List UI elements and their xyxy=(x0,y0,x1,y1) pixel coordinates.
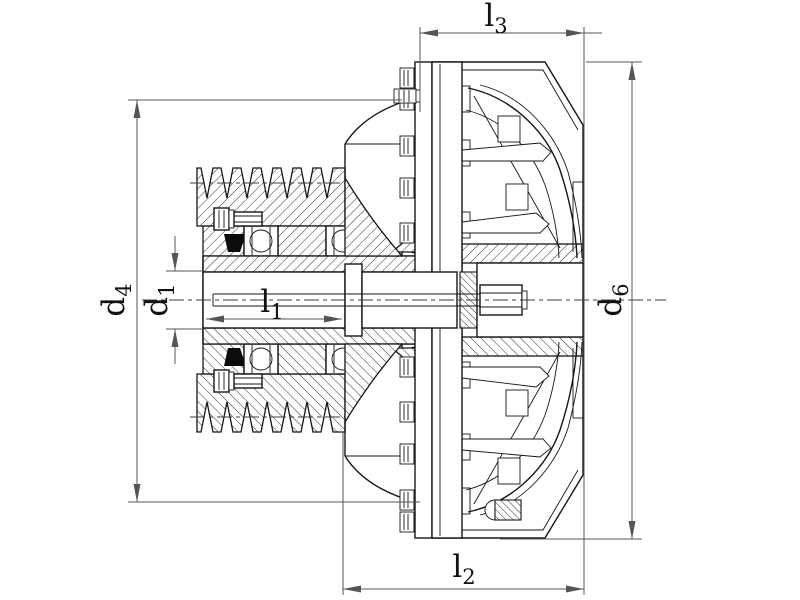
label-d1: d1 xyxy=(139,283,179,316)
arrowhead xyxy=(628,521,636,539)
arrowhead xyxy=(133,484,141,502)
dimension-l2 xyxy=(342,432,584,595)
fusible-plug xyxy=(393,88,421,104)
dimension-d6 xyxy=(500,61,642,540)
arrowhead xyxy=(324,315,342,323)
label-l3: l3 xyxy=(484,0,507,38)
arrowhead xyxy=(566,29,584,37)
dimension-l1 xyxy=(206,315,342,323)
tie-rod xyxy=(212,293,480,307)
arrowhead xyxy=(133,100,141,118)
label-l1: l1 xyxy=(260,284,283,324)
dimension-d1 xyxy=(166,236,204,364)
label-d6: d6 xyxy=(593,283,633,316)
arrowhead xyxy=(566,585,584,593)
label-l2: l2 xyxy=(452,549,475,589)
dimension-l3 xyxy=(419,27,602,595)
arrowhead xyxy=(343,585,361,593)
arrowhead xyxy=(171,329,179,347)
lower-half-section xyxy=(189,327,584,539)
arrowhead xyxy=(628,62,636,80)
drain-plug xyxy=(484,499,522,521)
arrowhead xyxy=(171,253,179,271)
upper-half-section xyxy=(189,61,584,273)
dimension-d4 xyxy=(128,99,420,503)
label-d4: d4 xyxy=(96,283,136,316)
arrowhead xyxy=(206,315,224,323)
arrowhead xyxy=(420,29,438,37)
